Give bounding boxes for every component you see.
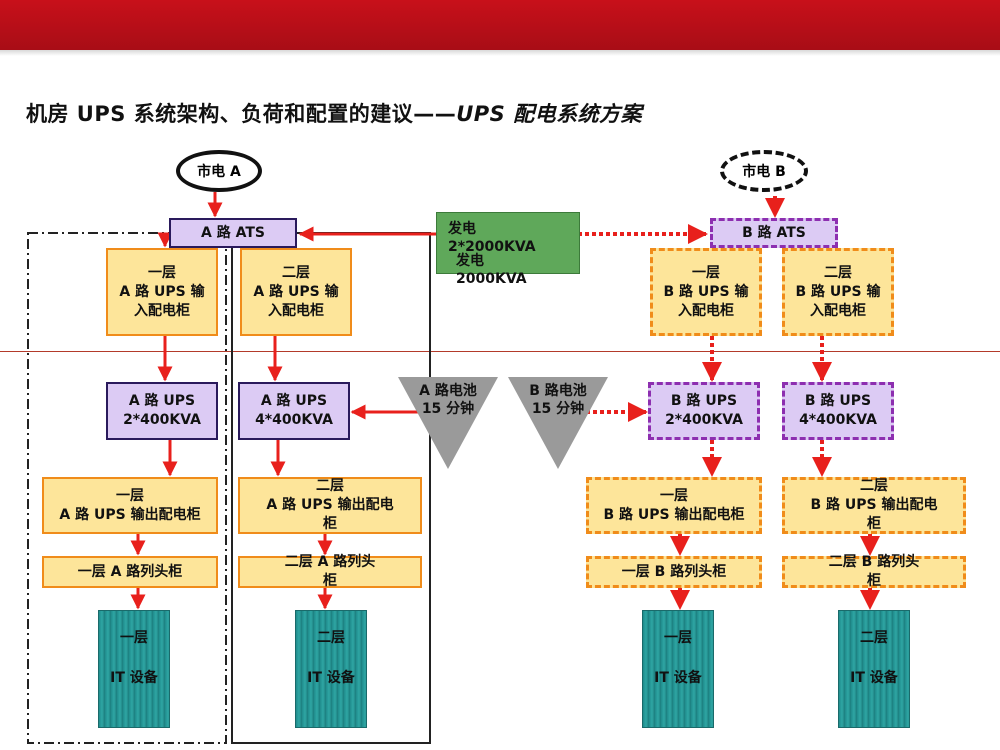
output-cabinet-b2: 二层 B 路 UPS 输出配电 柜 (782, 477, 966, 534)
battery-a-label: A 路电池 15 分钟 (419, 383, 477, 417)
input-cabinet-a1: 一层 A 路 UPS 输 入配电柜 (106, 248, 218, 336)
output-cabinet-a1: 一层 A 路 UPS 输出配电柜 (42, 477, 218, 534)
header-bar (0, 0, 1000, 50)
row-head-b2: 二层 B 路列头 柜 (782, 554, 966, 589)
ups-a2: A 路 UPS 4*400KVA (238, 382, 350, 440)
ats-a: A 路 ATS (169, 218, 297, 248)
title-main: 机房 UPS 系统架构、负荷和配置的建议—— (26, 102, 457, 126)
ups-b1: B 路 UPS 2*400KVA (648, 382, 760, 440)
input-cabinet-b2: 二层 B 路 UPS 输 入配电柜 (782, 248, 894, 336)
header-shadow (0, 50, 1000, 56)
output-cabinet-b1: 一层 B 路 UPS 输出配电柜 (586, 477, 762, 534)
ups-b2: B 路 UPS 4*400KVA (782, 382, 894, 440)
generator-box (436, 212, 580, 274)
input-cabinet-b1: 一层 B 路 UPS 输 入配电柜 (650, 248, 762, 336)
battery-b-triangle (508, 377, 608, 469)
battery-a-triangle (398, 377, 498, 469)
row-head-a2: 二层 A 路列头 柜 (238, 554, 422, 589)
title-sub: UPS 配电系统方案 (456, 102, 643, 126)
battery-b-label: B 路电池 15 分钟 (529, 383, 587, 417)
input-cabinet-a2: 二层 A 路 UPS 输 入配电柜 (240, 248, 352, 336)
floor1-a-enclosure (27, 232, 227, 744)
city-power-b: 市电 B (720, 150, 808, 192)
page-title: 机房 UPS 系统架构、负荷和配置的建议——UPS 配电系统方案 (26, 98, 642, 128)
row-head-a1: 一层 A 路列头柜 (42, 556, 218, 588)
ats-b: B 路 ATS (710, 218, 838, 248)
output-cabinet-a2: 二层 A 路 UPS 输出配电 柜 (238, 477, 422, 534)
divider-line (0, 351, 1000, 352)
city-power-a: 市电 A (176, 150, 262, 192)
ups-a1: A 路 UPS 2*400KVA (106, 382, 218, 440)
row-head-b1: 一层 B 路列头柜 (586, 556, 762, 588)
